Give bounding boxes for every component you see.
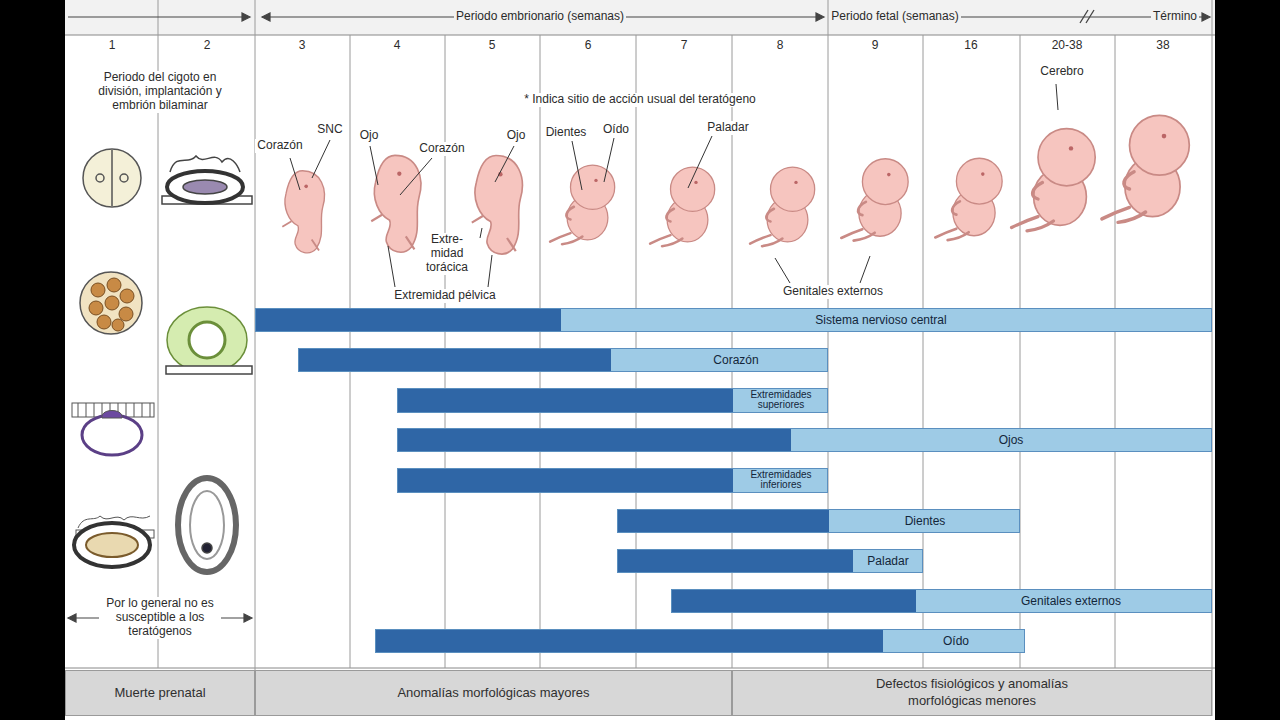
organ-name: Dientes	[905, 515, 946, 528]
period-bar: Oído	[375, 629, 1025, 653]
week-number: 20-38	[1050, 39, 1085, 53]
period-header: Periodo fetal (semanas)	[829, 10, 960, 24]
critical-period-bar	[299, 349, 611, 371]
critical-period-bar	[672, 590, 916, 612]
period-bar: Sistema nervioso central	[255, 308, 1212, 332]
organ-label: Corazón	[255, 139, 304, 153]
organ-name: Sistema nervioso central	[815, 314, 946, 327]
critical-period-bar	[618, 550, 853, 572]
critical-period-bar	[398, 469, 733, 492]
organ-label: Dientes	[544, 126, 589, 140]
week-number: 8	[775, 39, 786, 53]
week-number: 3	[297, 39, 308, 53]
outcome-text: Defectos fisiológicos y anomalías morfol…	[852, 676, 1092, 710]
period-note: Periodo del cigoto en división, implanta…	[83, 71, 237, 112]
week-number: 16	[962, 39, 979, 53]
organ-label: Extremidad pélvica	[392, 289, 497, 303]
period-header: Periodo embrionario (semanas)	[454, 10, 626, 24]
term-header: Término	[1151, 10, 1199, 24]
susceptibility-note: Por lo general no es susceptible a los t…	[99, 597, 221, 638]
organ-label: Cerebro	[1038, 65, 1085, 79]
organ-name: Ojos	[999, 434, 1024, 447]
outcome-cell: Anomalías morfológicas mayores	[255, 670, 732, 716]
organ-name: Extremidades superiores	[735, 390, 827, 411]
organ-label: Corazón	[417, 142, 466, 156]
organ-name: Genitales externos	[1021, 595, 1121, 608]
organ-label: Ojo	[358, 129, 381, 143]
period-bar: Corazón	[298, 348, 828, 372]
critical-period-bar	[256, 309, 561, 331]
period-bar: Genitales externos	[671, 589, 1212, 613]
week-number: 9	[870, 39, 881, 53]
week-number: 1	[107, 39, 118, 53]
outcome-cell: Defectos fisiológicos y anomalías morfol…	[732, 670, 1212, 716]
period-bar: Paladar	[617, 549, 923, 573]
critical-period-bar	[618, 510, 829, 532]
organ-name: Oído	[943, 635, 969, 648]
organ-label: Oído	[601, 123, 631, 137]
asterisk-note: * Indica sitio de acción usual del terat…	[522, 93, 758, 107]
outcome-text: Muerte prenatal	[114, 685, 205, 702]
week-number: 4	[392, 39, 403, 53]
critical-period-bar	[376, 630, 883, 652]
period-bar: Extremidades superiores	[397, 388, 828, 413]
week-number: 38	[1154, 39, 1171, 53]
organ-label: SNC	[315, 123, 344, 137]
organ-name: Corazón	[713, 354, 758, 367]
organ-name: Extremidades inferiores	[735, 470, 827, 491]
organ-label: Genitales externos	[781, 285, 885, 299]
organ-label: Paladar	[705, 121, 750, 135]
organ-label: Extre- midad torácica	[423, 233, 471, 274]
outcome-text: Anomalías morfológicas mayores	[397, 685, 589, 702]
week-number: 7	[679, 39, 690, 53]
week-number: 5	[487, 39, 498, 53]
organ-label: Ojo	[505, 129, 528, 143]
period-bar: Dientes	[617, 509, 1020, 533]
outcome-cell: Muerte prenatal	[65, 670, 255, 716]
period-bar: Ojos	[397, 428, 1212, 452]
organ-name: Paladar	[867, 555, 908, 568]
week-number: 2	[202, 39, 213, 53]
critical-period-bar	[398, 389, 733, 412]
period-bar: Extremidades inferiores	[397, 468, 828, 493]
critical-period-bar	[398, 429, 791, 451]
week-number: 6	[583, 39, 594, 53]
